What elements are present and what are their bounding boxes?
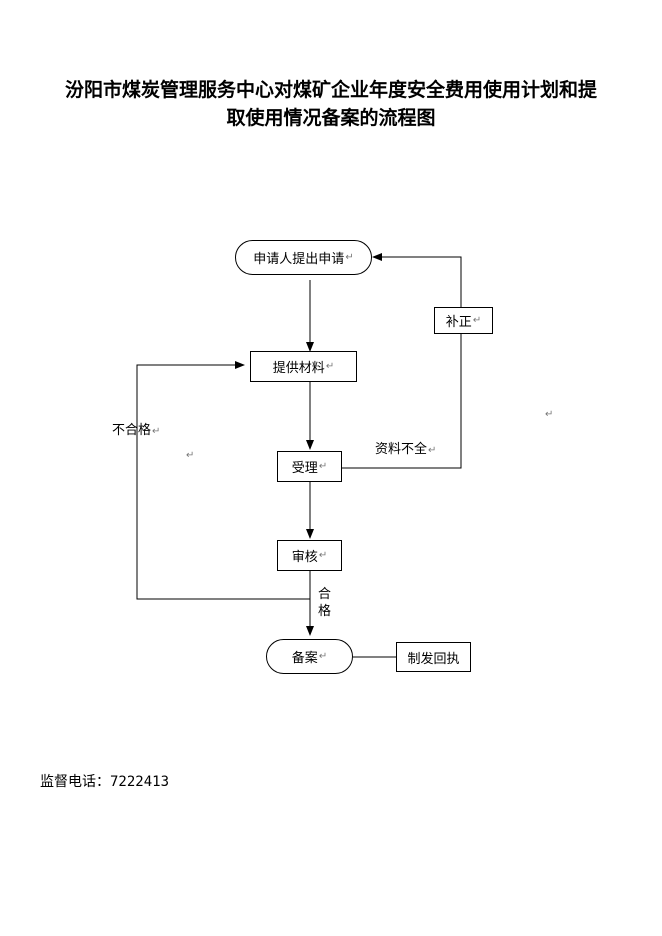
label-qualified: 合 格 <box>318 586 331 620</box>
label-incomplete-documents: 资料不全↵ <box>375 438 436 457</box>
node-accept-label: 受理 <box>291 461 318 476</box>
paragraph-mark: ↵ <box>152 426 161 437</box>
page-title-line-1: 汾阳市煤炭管理服务中心对煤矿企业年度安全费用使用计划和提 <box>64 79 597 101</box>
node-accept: 受理↵ <box>277 451 342 482</box>
label-qualified-line-2: 格 <box>318 604 332 619</box>
node-applicant-submits: 申请人提出申请↵ <box>235 240 372 275</box>
node-issue-receipt-label: 制发回执 <box>407 651 460 667</box>
label-unqualified-text: 不合格 <box>112 423 152 438</box>
node-applicant-submits-label: 申请人提出申请 <box>253 252 345 267</box>
line-unqualified-loop <box>136 361 310 600</box>
label-unqualified: 不合格↵ <box>112 419 160 438</box>
paragraph-mark: ↵ <box>186 450 195 461</box>
paragraph-mark: ↵ <box>428 445 437 456</box>
paragraph-mark: ↵ <box>318 461 328 472</box>
label-incomplete-documents-text: 资料不全 <box>375 442 428 457</box>
paragraph-mark: ↵ <box>345 252 354 263</box>
node-review: 审核↵ <box>277 540 342 571</box>
footer-phone-number: 7222413 <box>110 774 170 790</box>
node-record: 备案↵ <box>266 639 353 674</box>
paragraph-mark: ↵ <box>472 315 482 326</box>
node-provide-materials: 提供材料↵ <box>250 351 357 382</box>
paragraph-mark: ↵ <box>318 651 328 662</box>
line-incomplete-loop <box>342 253 462 469</box>
footer-label: 监督电话： <box>40 774 110 790</box>
node-issue-receipt: 制发回执 <box>396 642 471 672</box>
node-correction: 补正↵ <box>434 307 493 334</box>
paragraph-mark: ↵ <box>545 409 554 420</box>
page-title-line-2: 取使用情况备案的流程图 <box>226 107 436 129</box>
paragraph-mark: ↵ <box>318 550 328 561</box>
node-provide-materials-label: 提供材料 <box>272 361 325 376</box>
paragraph-mark: ↵ <box>325 361 335 372</box>
footer-supervision-phone: 监督电话：7222413 <box>40 771 169 791</box>
node-correction-label: 补正 <box>445 315 472 330</box>
label-qualified-line-1: 合 <box>318 587 332 602</box>
node-record-label: 备案 <box>291 651 318 666</box>
node-review-label: 审核 <box>291 550 318 565</box>
